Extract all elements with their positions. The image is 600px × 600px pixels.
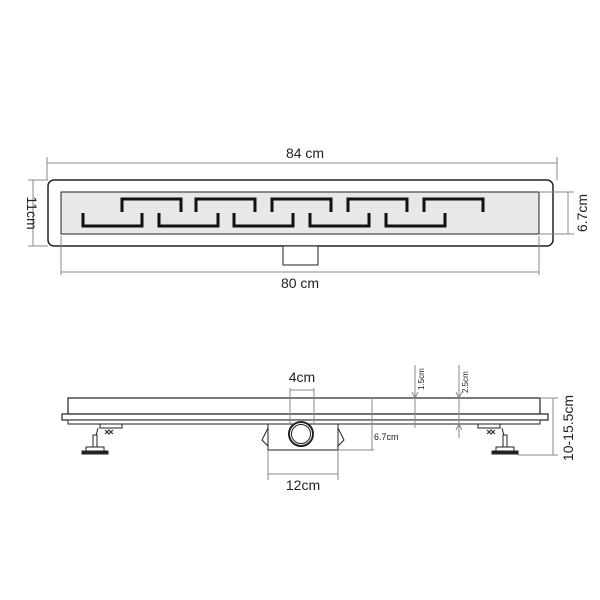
- pattern-bottom-bracket: [308, 213, 371, 228]
- label-outlet-diameter: 4cm: [289, 369, 315, 385]
- label-frame-height: 2.5cm: [461, 371, 470, 393]
- outlet-clips: [261, 427, 345, 447]
- pattern-bottom-bracket: [232, 213, 295, 228]
- greek-key-pattern: [81, 197, 485, 228]
- outlet-pipe-inner: [291, 424, 311, 444]
- label-grate-length: 80 cm: [281, 275, 319, 291]
- label-total-length: 84 cm: [286, 145, 324, 161]
- pattern-top-bracket: [194, 197, 257, 212]
- leg-left: [81, 423, 123, 455]
- flange: [61, 413, 549, 421]
- label-grate-width: 6.7cm: [574, 194, 590, 232]
- top-view: 84 cm 80 cm 11cm 6.7cm: [24, 145, 590, 291]
- label-grate-height: 1.5cm: [417, 368, 426, 390]
- pattern-top-bracket: [422, 197, 485, 212]
- pattern-bottom-bracket: [81, 213, 144, 228]
- label-total-width: 11cm: [24, 196, 40, 229]
- pattern-bottom-bracket: [384, 213, 447, 228]
- dimension-lines: [267, 365, 558, 480]
- label-outlet-box-width: 12cm: [286, 477, 320, 493]
- channel: [67, 397, 541, 415]
- leg-right: [477, 423, 519, 455]
- pattern-bottom-bracket: [157, 213, 220, 228]
- side-view: 4cm 12cm 6.7cm 1.5cm 2.5cm 10-15.5cm: [61, 365, 576, 493]
- pattern-top-bracket: [346, 197, 409, 212]
- label-adjustable-height: 10-15.5cm: [560, 395, 576, 461]
- outlet: [282, 245, 319, 266]
- pattern-top-bracket: [120, 197, 183, 212]
- label-channel-depth: 6.7cm: [374, 432, 399, 442]
- pattern-top-bracket: [270, 197, 333, 212]
